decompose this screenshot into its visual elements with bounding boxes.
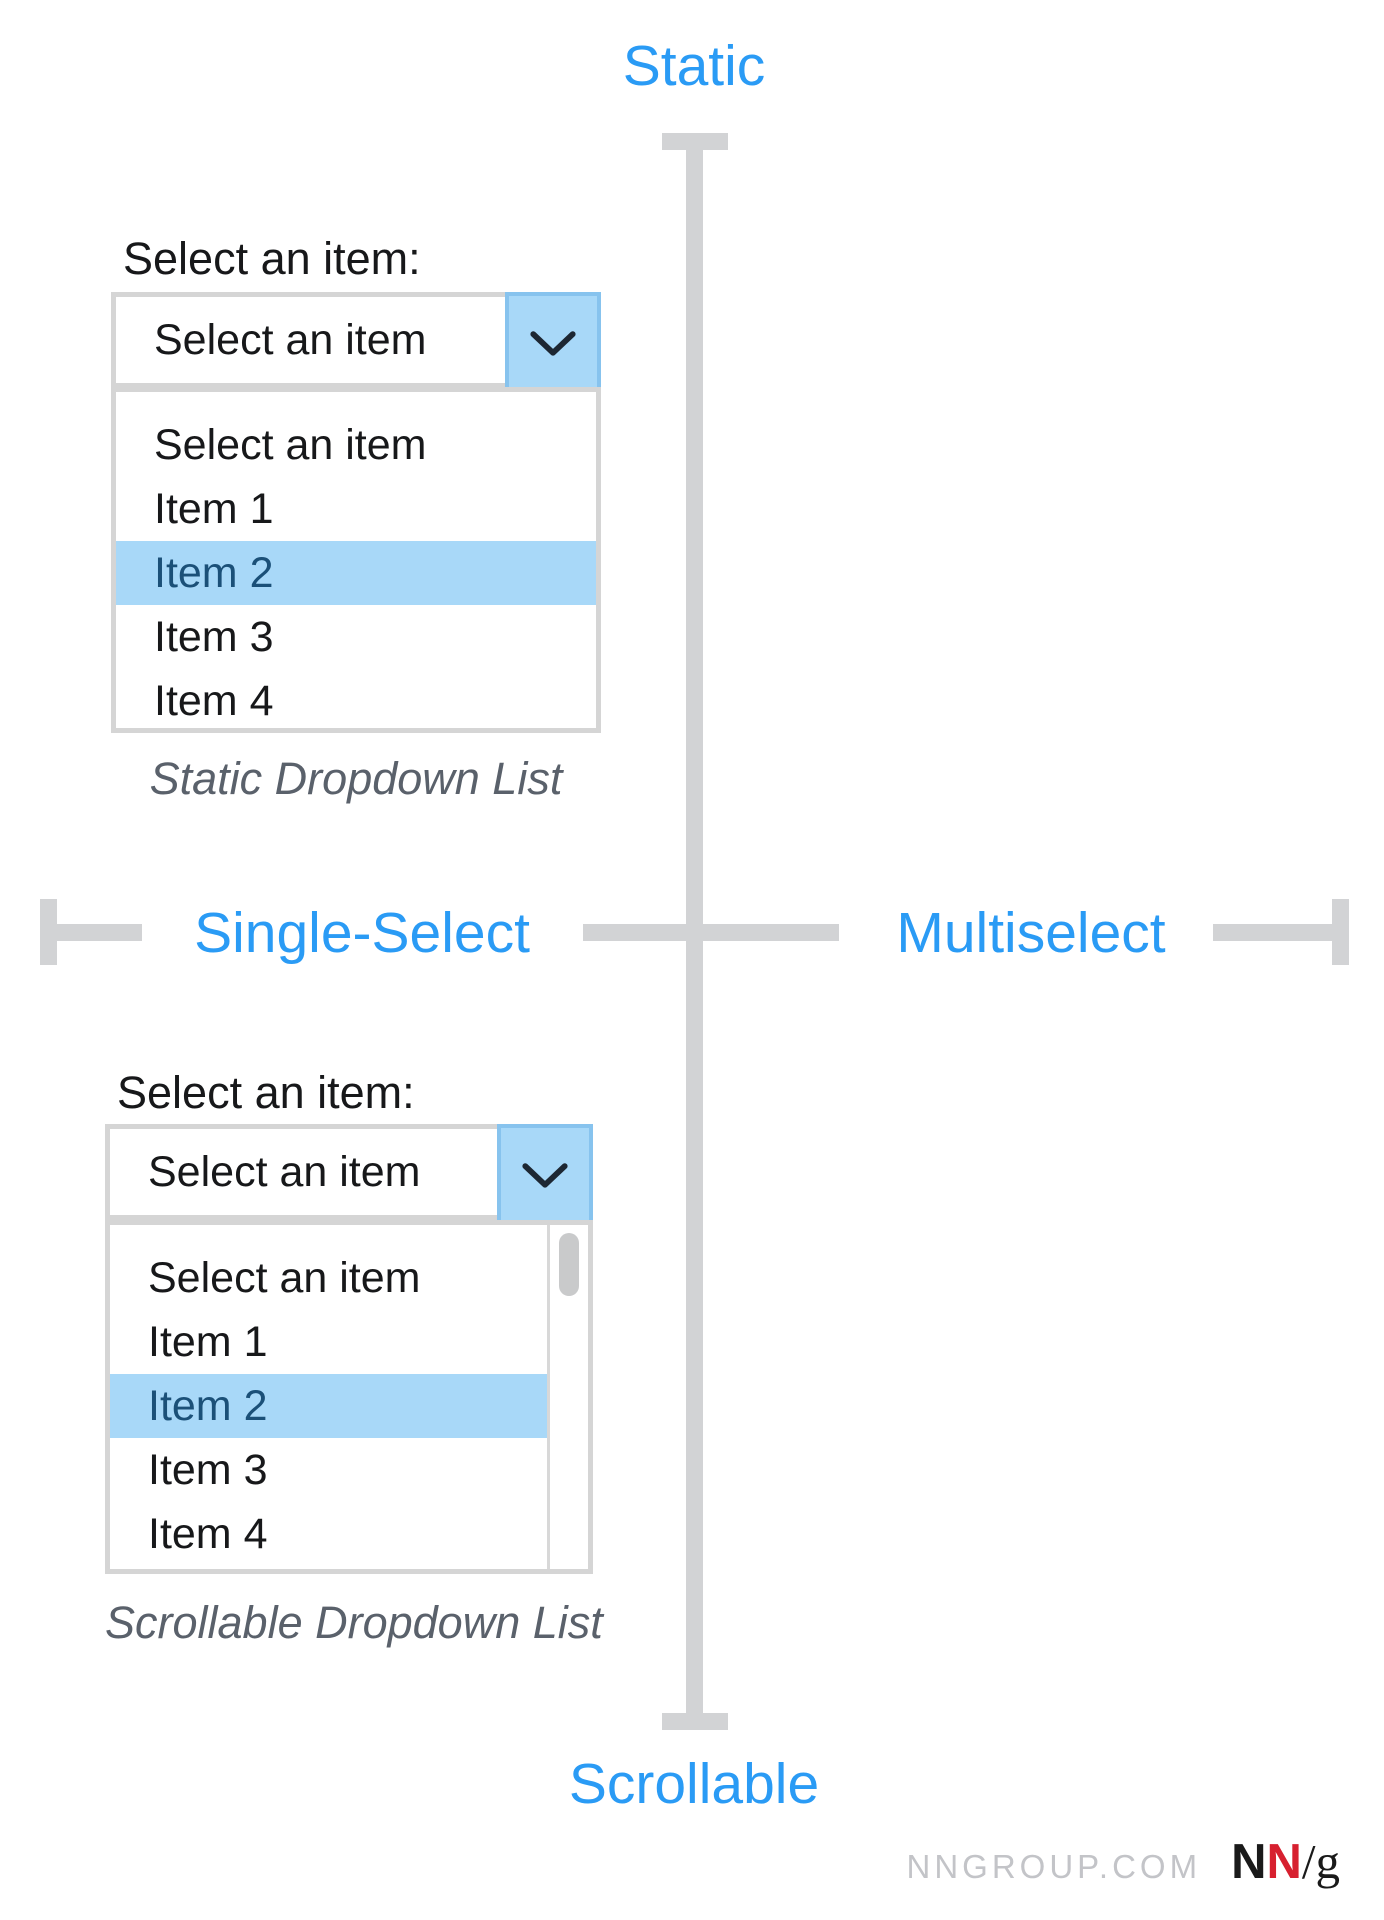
horizontal-axis-right-segment: [1213, 924, 1332, 941]
dropdown-option[interactable]: Item 1: [148, 1318, 268, 1366]
axis-label-scrollable: Scrollable: [568, 1752, 820, 1816]
horizontal-axis-left-segment: [57, 924, 142, 941]
dropdown-option-selected[interactable]: Item 2: [116, 541, 596, 605]
nng-logo-n-red: N: [1266, 1835, 1302, 1889]
chevron-down-icon: [530, 330, 576, 356]
nng-logo-slash-g: /g: [1301, 1834, 1340, 1889]
axis-label-static: Static: [622, 34, 766, 98]
dropdown-label: Select an item:: [117, 1067, 415, 1118]
dropdown-label: Select an item:: [123, 233, 421, 284]
dropdown-select-closed[interactable]: Select an item: [105, 1124, 593, 1228]
vertical-axis-bottom-cap: [662, 1713, 728, 1730]
dropdown-option[interactable]: Item 4: [148, 1510, 268, 1558]
dropdown-chevron-button[interactable]: [505, 292, 601, 396]
dropdown-option[interactable]: Item 1: [154, 485, 274, 533]
static-dropdown-example: Select an item: Select an item Select an…: [111, 234, 601, 814]
footer: NNGROUP.COM NN/g: [907, 1833, 1340, 1890]
dropdown-option[interactable]: Item 4: [154, 677, 274, 725]
nng-logo: NN/g: [1231, 1833, 1340, 1890]
dropdown-option[interactable]: Item 3: [154, 613, 274, 661]
nng-logo-n-black: N: [1231, 1835, 1267, 1889]
dropdown-selected-value: Select an item: [148, 1147, 421, 1196]
figure-caption-scrollable: Scrollable Dropdown List: [105, 1597, 603, 1648]
horizontal-axis-right-cap: [1332, 899, 1349, 965]
axis-label-multiselect: Multiselect: [896, 901, 1166, 965]
dropdown-option[interactable]: Select an item: [148, 1254, 421, 1302]
scrollable-dropdown-example: Select an item: Select an item Select an…: [105, 1067, 603, 1668]
dropdown-option[interactable]: Item 3: [148, 1446, 268, 1494]
horizontal-axis-left-cap: [40, 899, 57, 965]
footer-site-text: NNGROUP.COM: [906, 1848, 1202, 1885]
dropdown-selected-value: Select an item: [154, 315, 427, 364]
axis-label-single-select: Single-Select: [194, 901, 530, 965]
scrollbar-track-divider: [547, 1225, 550, 1569]
dropdown-select-closed[interactable]: Select an item: [111, 292, 601, 396]
dropdown-open-list: Select an item Item 1 Item 2 Item 3 Item…: [111, 387, 601, 733]
horizontal-axis-middle-segment: [583, 924, 839, 941]
dropdown-chevron-button[interactable]: [497, 1124, 593, 1228]
dropdown-open-list-scrollable: Select an item Item 1 Item 2 Item 3 Item…: [105, 1220, 593, 1574]
vertical-axis-top-cap: [662, 133, 728, 150]
dropdown-option-selected[interactable]: Item 2: [110, 1374, 547, 1438]
dropdown-option[interactable]: Select an item: [154, 421, 427, 469]
figure-caption-static: Static Dropdown List: [149, 753, 563, 804]
scrollbar-thumb[interactable]: [559, 1233, 579, 1296]
chevron-down-icon: [522, 1162, 568, 1188]
